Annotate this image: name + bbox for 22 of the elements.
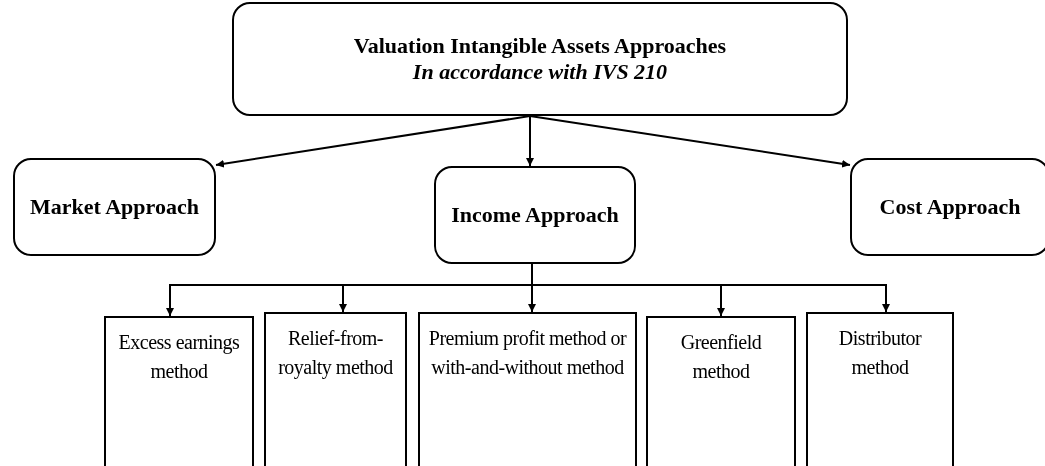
- node-label: Relief-from-royalty method: [277, 326, 394, 381]
- node-subtitle: In accordance with IVS 210: [412, 59, 668, 86]
- rounded-box: [434, 166, 636, 264]
- node-label: Valuation Intangible Assets Approaches: [353, 32, 727, 59]
- method-box: [104, 316, 254, 466]
- arrow: [526, 115, 534, 167]
- rounded-box: [13, 158, 216, 256]
- method-box: [418, 312, 637, 466]
- method-box: [806, 312, 954, 466]
- arrow: [529, 115, 851, 168]
- node-label: Income Approach: [451, 201, 619, 229]
- node-label: Distributor method: [837, 326, 923, 380]
- node-label: Cost Approach: [879, 193, 1021, 221]
- method-box: [646, 316, 796, 466]
- node-label: Premium profit method or with-and-without method: [427, 326, 628, 380]
- rounded-box: [232, 2, 848, 116]
- node-label: Market Approach: [30, 193, 199, 221]
- node-label: Greenfield method: [679, 330, 763, 384]
- method-box: [264, 312, 407, 466]
- arrow: [215, 115, 531, 168]
- node-label: Excess earnings method: [117, 330, 241, 384]
- rounded-box: [850, 158, 1045, 256]
